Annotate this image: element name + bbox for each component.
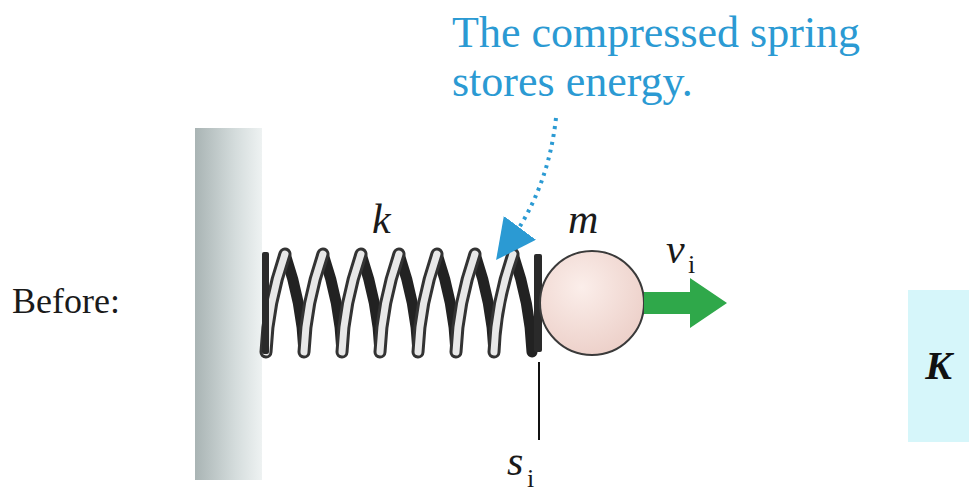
callout-text: The compressed spring stores energy. — [452, 8, 964, 107]
callout-pointer — [508, 118, 556, 244]
energy-bar-box: K — [908, 290, 969, 442]
subscript: i — [527, 466, 534, 492]
spring — [262, 252, 532, 354]
subscript: i — [688, 252, 695, 278]
position-label: s — [507, 440, 523, 482]
position-tick — [538, 362, 540, 440]
velocity-label: v — [666, 228, 685, 270]
energy-symbol: K — [925, 346, 952, 386]
stage-label: Before: — [12, 283, 120, 319]
velocity-arrow — [644, 278, 727, 328]
ball — [540, 251, 644, 355]
spring-constant: k — [372, 198, 391, 240]
mass-label: m — [568, 198, 598, 240]
wall — [195, 128, 262, 480]
